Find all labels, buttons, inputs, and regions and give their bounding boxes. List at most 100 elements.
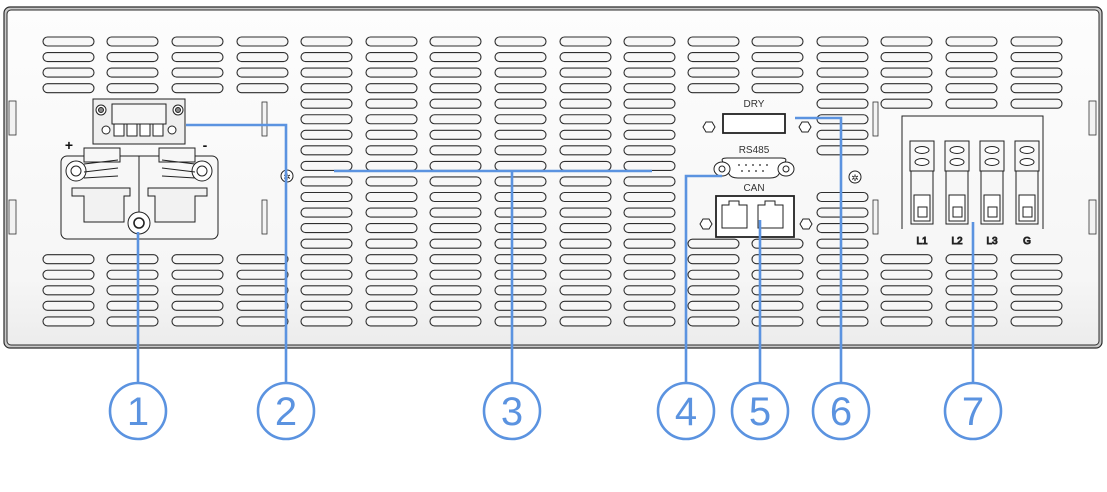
vent-slot <box>171 300 224 311</box>
vent-slot <box>751 83 804 94</box>
vent-slot <box>751 51 804 63</box>
vent-slot <box>494 176 547 187</box>
vent-slot <box>880 51 933 63</box>
vent-slot <box>559 160 612 171</box>
vent-slot <box>171 51 224 63</box>
ac-terminal-l1: L1 <box>909 140 935 248</box>
vent-slot <box>365 129 418 140</box>
vent-slot <box>494 114 547 125</box>
vent-slot <box>106 285 159 296</box>
ac-terminal-label: L2 <box>951 236 963 247</box>
callout-number: 2 <box>275 390 297 434</box>
vent-slot <box>429 98 482 109</box>
callout-circle <box>108 381 168 441</box>
vent-slot <box>42 269 95 280</box>
vent-slot <box>365 269 418 280</box>
vent-slot <box>300 269 353 280</box>
vent-slot <box>106 254 159 265</box>
vent-slot <box>816 316 869 327</box>
vent-slot <box>880 254 933 265</box>
vent-slot <box>751 36 804 47</box>
vent-slot <box>623 191 676 203</box>
vent-slot <box>365 98 418 109</box>
vent-slot <box>494 223 547 234</box>
vent-slot <box>816 51 869 63</box>
vent-slot <box>42 51 95 63</box>
vent-slot <box>106 67 159 78</box>
vent-slot <box>494 207 547 218</box>
vent-slot <box>300 145 353 156</box>
vent-slot <box>429 51 482 63</box>
vent-slot <box>1010 285 1063 296</box>
battery-terminal-assembly: + - <box>60 98 219 240</box>
vent-slot <box>559 176 612 187</box>
svg-text:✲: ✲ <box>851 173 859 183</box>
vent-slot <box>300 114 353 125</box>
vent-slot <box>494 36 547 47</box>
vent-slot <box>816 269 869 280</box>
vent-slot <box>816 145 869 156</box>
plus-label: + <box>65 137 73 153</box>
vent-slot <box>687 285 740 296</box>
vent-slot <box>687 36 740 47</box>
vent-slot <box>300 300 353 311</box>
vent-slot <box>687 51 740 63</box>
rs485-label: RS485 <box>739 145 770 156</box>
vent-slot <box>623 269 676 280</box>
vent-slot <box>106 83 159 94</box>
vent-slot <box>687 269 740 280</box>
vent-slot <box>171 316 224 327</box>
callout-number: 7 <box>962 390 984 434</box>
vent-slot <box>365 176 418 187</box>
vent-slot <box>236 269 289 280</box>
vent-slot <box>300 51 353 63</box>
vent-slot <box>429 254 482 265</box>
callout-circle <box>730 381 790 441</box>
vent-slot <box>880 285 933 296</box>
vent-slot <box>300 254 353 265</box>
vent-slot <box>300 285 353 296</box>
vent-slot <box>945 98 998 109</box>
vent-slot <box>880 36 933 47</box>
vent-slot <box>429 316 482 327</box>
vent-slot <box>171 269 224 280</box>
vent-slot <box>945 269 998 280</box>
vent-slot <box>1010 316 1063 327</box>
vent-slot <box>623 176 676 187</box>
callout-circle <box>256 381 316 441</box>
dry-label: DRY <box>744 99 765 110</box>
vent-slot <box>1010 254 1063 265</box>
vent-slot <box>945 67 998 78</box>
can-label: CAN <box>743 183 764 194</box>
vent-slot <box>816 129 869 140</box>
vent-slot <box>559 145 612 156</box>
vent-slot <box>751 316 804 327</box>
callout-circle <box>811 381 871 441</box>
vent-slot <box>494 316 547 327</box>
vent-slot <box>365 300 418 311</box>
callout-circle <box>943 381 1003 441</box>
vent-slot <box>1010 98 1063 109</box>
vent-slot <box>1010 269 1063 280</box>
vent-slot <box>816 238 869 249</box>
vent-slot <box>880 98 933 109</box>
vent-slot <box>687 300 740 311</box>
vent-slot <box>236 254 289 265</box>
vent-slot <box>365 238 418 249</box>
callout-1: 1 <box>108 381 168 441</box>
vent-slot <box>42 254 95 265</box>
vent-slot <box>494 191 547 203</box>
callout-number: 5 <box>749 390 771 434</box>
vent-slot <box>300 67 353 78</box>
vent-slot <box>559 51 612 63</box>
vent-slot <box>623 223 676 234</box>
vent-slot <box>494 238 547 249</box>
vent-slot <box>687 67 740 78</box>
vent-slot <box>945 285 998 296</box>
vent-slot <box>300 223 353 234</box>
vent-slot <box>494 300 547 311</box>
callout-number: 3 <box>501 390 523 434</box>
can-port: CAN <box>699 183 813 238</box>
vent-slot <box>494 269 547 280</box>
vent-slot <box>816 254 869 265</box>
